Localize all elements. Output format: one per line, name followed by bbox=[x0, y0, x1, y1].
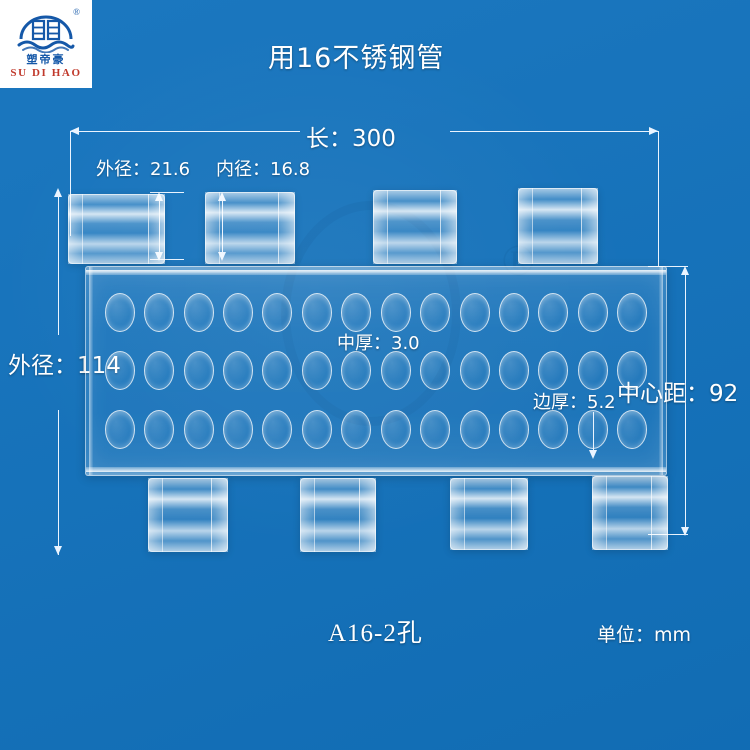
hole bbox=[144, 410, 175, 450]
hole bbox=[262, 410, 293, 450]
logo-english-name: SU DI HAO bbox=[10, 66, 82, 79]
hole bbox=[538, 351, 569, 391]
body-right-edge bbox=[659, 267, 663, 475]
hole bbox=[420, 351, 451, 391]
hole bbox=[262, 351, 293, 391]
hole bbox=[420, 410, 451, 450]
brand-logo: ® 塑帝豪 SU DI HAO bbox=[0, 0, 92, 88]
bottom-tube-3 bbox=[450, 478, 528, 550]
hole-grid bbox=[100, 283, 652, 459]
od-upper-tick bbox=[150, 192, 184, 193]
hole bbox=[459, 351, 490, 391]
hole bbox=[577, 410, 608, 450]
edge-thickness-leader-line bbox=[593, 412, 594, 454]
hole bbox=[538, 292, 569, 332]
bottom-tube-2 bbox=[300, 478, 376, 552]
tube-outer-diameter-label: 外径：21.6 bbox=[96, 159, 191, 180]
length-dim-line-left bbox=[70, 131, 300, 132]
hole bbox=[459, 410, 490, 450]
hole bbox=[183, 410, 214, 450]
hole bbox=[301, 410, 332, 450]
length-ext-line-right bbox=[658, 131, 659, 266]
body-left-edge bbox=[89, 267, 93, 475]
hole bbox=[577, 351, 608, 391]
page-title: 用16不锈钢管 bbox=[268, 43, 445, 74]
length-dim-line-right bbox=[450, 131, 658, 132]
length-arrow-right bbox=[649, 127, 658, 135]
edge-thickness-label: 边厚：5.2 bbox=[533, 392, 616, 413]
hole bbox=[144, 292, 175, 332]
acrylic-body bbox=[85, 266, 667, 476]
hole bbox=[341, 292, 372, 332]
bottom-tube-1 bbox=[148, 478, 228, 552]
unit-label: 单位：mm bbox=[597, 624, 692, 646]
length-arrow-left bbox=[70, 127, 79, 135]
hole bbox=[498, 351, 529, 391]
model-code-label: A16-2孔 bbox=[328, 620, 423, 647]
gate-logo-icon: ® bbox=[15, 6, 80, 54]
top-tube-3 bbox=[373, 190, 457, 264]
hole bbox=[222, 292, 253, 332]
top-tube-2 bbox=[205, 192, 295, 264]
bottom-tube-4 bbox=[592, 476, 668, 550]
hole bbox=[262, 292, 293, 332]
hole bbox=[498, 410, 529, 450]
hole bbox=[183, 351, 214, 391]
height-dim-line-bottom bbox=[58, 410, 59, 555]
hole bbox=[380, 292, 411, 332]
od-lower-tick bbox=[150, 259, 184, 260]
body-bottom-edge bbox=[86, 467, 666, 472]
top-tube-1 bbox=[68, 194, 165, 264]
hole bbox=[104, 410, 135, 450]
hole bbox=[222, 410, 253, 450]
height-arrow-down bbox=[54, 546, 62, 555]
hole bbox=[498, 292, 529, 332]
hole bbox=[301, 351, 332, 391]
cd-arrow-down bbox=[681, 527, 689, 536]
hole bbox=[222, 351, 253, 391]
cd-measure-line bbox=[685, 270, 686, 532]
hole bbox=[617, 292, 648, 332]
top-tube-4 bbox=[518, 188, 598, 264]
hole bbox=[104, 351, 135, 391]
cd-upper-tick bbox=[648, 266, 688, 267]
hole bbox=[617, 351, 648, 391]
edge-thickness-arrow bbox=[589, 450, 597, 459]
length-label: 长：300 bbox=[306, 126, 396, 152]
hole bbox=[420, 292, 451, 332]
hole bbox=[341, 351, 372, 391]
hole bbox=[577, 292, 608, 332]
height-arrow-up bbox=[54, 188, 62, 197]
length-ext-line-left bbox=[70, 131, 71, 236]
logo-chinese-name: 塑帝豪 bbox=[26, 52, 66, 66]
hole bbox=[538, 410, 569, 450]
middle-thickness-label: 中厚：3.0 bbox=[337, 333, 420, 354]
hole bbox=[459, 292, 490, 332]
hole bbox=[104, 292, 135, 332]
logo-registered-icon: ® bbox=[73, 6, 80, 17]
cd-lower-tick bbox=[648, 534, 688, 535]
hole bbox=[617, 410, 648, 450]
height-dim-line-top bbox=[58, 190, 59, 335]
body-outer-diameter-label: 外径：114 bbox=[8, 353, 121, 379]
tube-inner-diameter-label: 内径：16.8 bbox=[216, 159, 311, 180]
hole bbox=[144, 351, 175, 391]
hole bbox=[183, 292, 214, 332]
body-top-edge bbox=[86, 270, 666, 275]
hole bbox=[301, 292, 332, 332]
hole bbox=[341, 410, 372, 450]
cd-arrow-up bbox=[681, 266, 689, 275]
hole bbox=[380, 351, 411, 391]
hole bbox=[380, 410, 411, 450]
